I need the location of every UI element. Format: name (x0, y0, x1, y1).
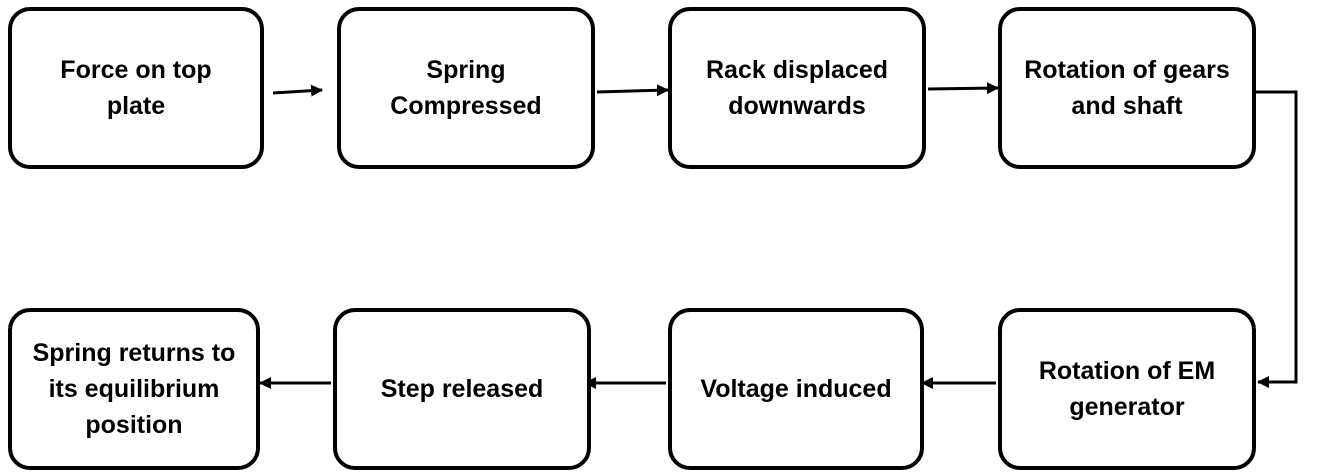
node-text-line: Voltage induced (700, 375, 892, 403)
node-text-line: Spring (426, 56, 506, 84)
node-force-on-top-plate: Force on top plate (8, 7, 264, 169)
node-text-line: Rotation of gears (1024, 56, 1230, 84)
node-text-line: downwards (728, 92, 866, 120)
node-rotation-of-gears-and-shaft: Rotation of gears and shaft (998, 7, 1256, 169)
node-text-line: generator (1069, 393, 1185, 421)
node-text-line: its equilibrium (48, 375, 220, 403)
arrow-rack-to-rotation-gears (927, 82, 999, 95)
node-text-line: Rotation of EM (1038, 357, 1216, 385)
node-step-released: Step released (333, 308, 591, 470)
node-text-line: position (85, 411, 183, 439)
node-text-line: Step released (380, 375, 544, 403)
node-text-line: Rack displaced (705, 56, 889, 84)
node-spring-compressed: Spring Compressed (337, 7, 595, 169)
node-rack-displaced: Rack displaced downwards (668, 7, 926, 169)
node-rotation-of-em-generator: Rotation of EM generator (998, 308, 1256, 470)
arrow-spring-to-rack (596, 84, 669, 97)
node-text-line: Force on top (60, 56, 212, 84)
node-spring-returns-to-equilibrium: Spring returns to its equilibrium positi… (8, 308, 260, 470)
arrow-force-to-spring (272, 84, 323, 97)
node-text-line: Compressed (390, 92, 542, 120)
node-text-line: plate (106, 92, 166, 120)
node-text-line: Spring returns to (32, 339, 236, 367)
node-text-line: and shaft (1071, 92, 1183, 120)
arrow-gears-to-em-generator (1256, 90, 1298, 388)
node-voltage-induced: Voltage induced (668, 308, 924, 470)
